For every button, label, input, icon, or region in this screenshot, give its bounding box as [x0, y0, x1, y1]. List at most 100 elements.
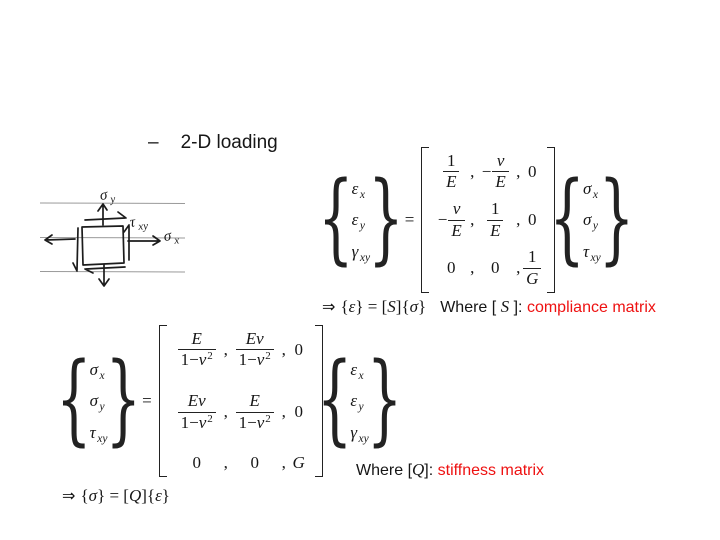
equals-sign: = — [142, 391, 152, 411]
svg-text:x: x — [173, 234, 180, 247]
ruled-line — [39, 202, 186, 204]
svg-text:τ: τ — [129, 214, 137, 231]
left-bracket — [158, 325, 167, 477]
compliance-summary-line: ⇒ {ε} = [S]{σ} Where [ S ]: compliance m… — [322, 297, 656, 317]
svg-text:σ: σ — [99, 187, 109, 204]
left-bracket — [421, 147, 430, 293]
matrix-cell: G — [292, 453, 305, 473]
stiffness-note: Where [Q]: stiffness matrix — [356, 460, 545, 479]
right-bracket — [314, 325, 323, 477]
left-brace: { — [318, 162, 354, 276]
comma: , — [470, 210, 475, 230]
sigma-y-arrow — [97, 203, 108, 226]
matrix-cell: 0 — [294, 402, 303, 422]
stress-element-sketch: σ y τ xy σ x — [39, 187, 186, 287]
left-brace: { — [56, 343, 92, 457]
matrix-cell: 0 — [491, 258, 500, 278]
element-square — [81, 225, 125, 266]
stiffness-relation: ⇒ {σ} = [Q]{ε} — [62, 486, 170, 505]
matrix-cell: 0 — [294, 340, 303, 360]
comma: , — [223, 453, 228, 473]
matrix-cell: 0 — [250, 453, 259, 473]
svg-text:xy: xy — [137, 220, 149, 233]
matrix-cell: 0 — [528, 162, 537, 182]
left-shear-arrow — [72, 227, 79, 272]
ruled-line — [39, 271, 186, 273]
comma: , — [516, 162, 521, 182]
left-tension-arrow — [44, 234, 76, 245]
left-brace: { — [316, 343, 353, 457]
matrix-cell: 0 — [192, 453, 201, 473]
comma: , — [223, 340, 228, 360]
comma: , — [281, 453, 286, 473]
svg-text:y: y — [109, 193, 116, 206]
comma: , — [516, 210, 521, 230]
comma: , — [516, 258, 521, 278]
left-brace: { — [549, 162, 585, 276]
ruled-line — [39, 237, 186, 239]
bullet-line: – 2-D loading — [148, 132, 278, 154]
matrix-cell: 0 — [528, 210, 537, 230]
bottom-shear-arrow — [84, 266, 126, 274]
right-brace: } — [368, 162, 404, 276]
bullet-label: 2-D loading — [180, 132, 278, 153]
bottom-normal-arrow — [98, 264, 110, 287]
bullet-dash: – — [148, 132, 159, 153]
ruled-lines — [39, 202, 186, 273]
right-brace: } — [598, 162, 635, 276]
compliance-note: Where [ S ]: compliance matrix — [440, 297, 656, 316]
right-brace: } — [366, 343, 403, 457]
comma: , — [470, 258, 475, 278]
sigma-x-arrow — [127, 235, 161, 246]
matrix-row: 0 , 0 , G — [173, 453, 309, 473]
svg-text:σ: σ — [163, 228, 173, 245]
comma: , — [281, 402, 286, 422]
right-brace: } — [105, 343, 142, 457]
compliance-relation: ⇒ {ε} = [S]{σ} — [322, 297, 427, 316]
right-shear-arrow — [123, 224, 130, 261]
top-shear-arrow — [84, 211, 127, 221]
comma: , — [470, 162, 475, 182]
sigma-y-label: σ y — [99, 187, 116, 206]
comma: , — [223, 402, 228, 422]
right-bracket — [547, 147, 556, 293]
tau-xy-label: τ xy — [129, 214, 149, 233]
sigma-x-label: σ x — [163, 228, 180, 247]
equals-sign: = — [404, 210, 415, 230]
matrix-cell: 0 — [447, 258, 456, 278]
